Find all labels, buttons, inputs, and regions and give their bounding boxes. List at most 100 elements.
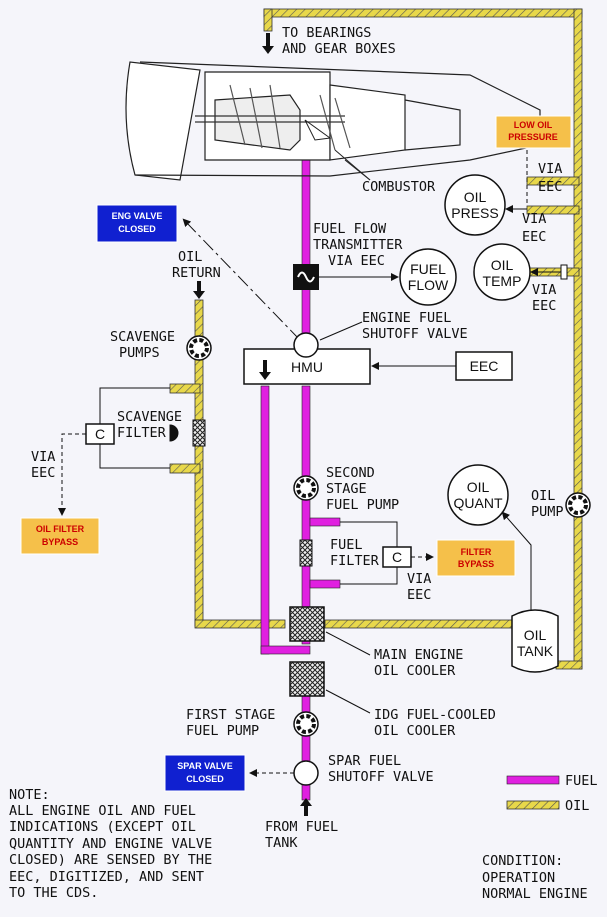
legend-oil-label: OIL (565, 798, 589, 814)
oil-temp-label-1: OIL (491, 257, 514, 273)
note-line-1: NOTE: (9, 787, 50, 803)
spar-valve-closed-label-2: CLOSED (186, 774, 224, 784)
via-eec-press-2: EEC (538, 179, 562, 195)
fuel-filter-2: FILTER (330, 553, 380, 569)
via-eec-left-1: VIA (31, 449, 55, 465)
oil-return-label-1: OIL (178, 249, 202, 265)
oil-quant-label-1: OIL (467, 479, 490, 495)
scavenge-filter-2: FILTER (117, 425, 167, 441)
scavenge-filter-icon (169, 424, 179, 442)
spar-fuel-shutoff-valve (293, 760, 319, 786)
fuel-flow-transmitter-1: FUEL FLOW (313, 221, 387, 237)
oil-pump-label-1: OIL (531, 488, 555, 504)
via-eec-press2-1: VIA (522, 211, 546, 227)
second-stage-pump-2: STAGE (326, 481, 367, 497)
first-stage-pump-icon (293, 711, 319, 737)
note-line-5: CLOSED) ARE SENSED BY THE (9, 852, 212, 868)
main-engine-oil-cooler (289, 606, 325, 642)
oil-quant-label-2: QUANT (454, 495, 503, 511)
via-eec-press2-2: EEC (522, 229, 546, 245)
note-line-7: TO THE CDS. (9, 885, 98, 901)
via-eec-fuel-2: EEC (407, 587, 431, 603)
low-oil-pressure-label-2: PRESSURE (508, 132, 558, 142)
note-line-3: INDICATIONS (EXCEPT OIL (9, 819, 196, 835)
scavenge-pump-icon (186, 335, 212, 361)
oil-quant-gauge (447, 464, 509, 526)
from-fuel-tank-2: TANK (265, 835, 298, 851)
engine-fuel-shutoff-1: ENGINE FUEL (362, 310, 451, 326)
oil-pump-label-2: PUMP (531, 504, 564, 520)
eng-valve-closed-indicator (96, 204, 178, 243)
oil-temp-label-2: TEMP (483, 273, 522, 289)
low-oil-pressure-label-1: LOW OIL (514, 120, 553, 130)
second-stage-pump-icon (293, 475, 319, 501)
engine-illustration (125, 61, 541, 181)
legend-fuel-label: FUEL (565, 773, 598, 789)
main-oil-cooler-2: OIL COOLER (374, 663, 456, 679)
oil-press-label-2: PRESS (451, 205, 498, 221)
via-eec-press-1: VIA (538, 161, 562, 177)
via-eec-fuel-1: VIA (407, 571, 431, 587)
filter-bypass-label-1: FILTER (461, 547, 492, 557)
oil-filter-bypass-label-1: OIL FILTER (36, 524, 85, 534)
engine-fuel-shutoff-valve (293, 332, 319, 358)
note-block: NOTE: ALL ENGINE OIL AND FUEL INDICATION… (9, 787, 212, 901)
second-stage-pump-3: FUEL PUMP (326, 497, 399, 513)
spar-fuel-shutoff-1: SPAR FUEL (328, 753, 401, 769)
idg-cooler-1: IDG FUEL-COOLED (374, 707, 496, 723)
fuel-flow-gauge (399, 248, 457, 306)
legend: FUEL OIL (506, 773, 598, 814)
first-stage-pump-1: FIRST STAGE (186, 707, 275, 723)
eec-box (455, 351, 513, 381)
scavenge-c-label: C (95, 426, 105, 442)
filter-bypass-label-2: BYPASS (458, 559, 494, 569)
condition-line-1: CONDITION: (482, 853, 563, 869)
second-stage-pump-1: SECOND (326, 465, 375, 481)
oil-filter-bypass-label-2: BYPASS (42, 537, 78, 547)
oil-tank (511, 609, 559, 673)
condition-block: CONDITION: OPERATION NORMAL ENGINE (482, 853, 588, 902)
fuel-flow-label-2: FLOW (408, 277, 449, 293)
low-oil-pressure-indicator (495, 115, 572, 149)
main-oil-cooler-1: MAIN ENGINE (374, 647, 463, 663)
spar-valve-closed-indicator (164, 754, 246, 792)
note-line-4: QUANTITY AND ENGINE VALVE (9, 836, 212, 852)
idg-fuel-cooled-oil-cooler (289, 661, 325, 697)
fuel-flow-transmitter-2: TRANSMITTER (313, 237, 403, 253)
scavenge-pumps-2: PUMPS (119, 345, 160, 361)
oil-press-label-1: OIL (464, 189, 487, 205)
note-line-6: EEC, DIGITIZED, AND SENT (9, 869, 204, 885)
filter-bypass-indicator (436, 539, 516, 577)
eng-valve-closed-label-1: ENG VALVE (112, 211, 163, 221)
engine-fuel-shutoff-2: SHUTOFF VALVE (362, 326, 468, 342)
via-eec-left-2: EEC (31, 465, 55, 481)
first-stage-pump-2: FUEL PUMP (186, 723, 259, 739)
note-line-2: ALL ENGINE OIL AND FUEL (9, 803, 196, 819)
scavenge-pumps-1: SCAVENGE (110, 329, 175, 345)
scavenge-filter-1: SCAVENGE (117, 409, 182, 425)
oil-tank-label-2: TANK (517, 643, 554, 659)
fuel-c-label: C (392, 549, 402, 565)
fuel-lines (260, 79, 341, 801)
from-fuel-tank-1: FROM FUEL (265, 819, 338, 835)
to-bearings-label-1: TO BEARINGS (282, 25, 371, 41)
hmu-label: HMU (291, 359, 323, 375)
eng-valve-closed-label-2: CLOSED (118, 224, 156, 234)
fuel-flow-transmitter-3: VIA EEC (328, 253, 385, 269)
oil-return-arrow-icon (193, 281, 205, 299)
oil-filter-bypass-indicator (20, 517, 100, 555)
via-eec-temp-2: EEC (532, 298, 556, 314)
condition-line-3: NORMAL ENGINE (482, 886, 588, 902)
down-arrow-icon (262, 33, 274, 54)
from-tank-arrow-icon (300, 798, 312, 816)
to-bearings-label-2: AND GEAR BOXES (282, 41, 396, 57)
condition-line-2: OPERATION (482, 870, 555, 886)
oil-return-label-2: RETURN (172, 265, 221, 281)
fuel-filter-1: FUEL (330, 537, 363, 553)
combustor-label: COMBUSTOR (362, 179, 436, 195)
via-eec-temp-1: VIA (532, 282, 556, 298)
eec-label: EEC (470, 358, 499, 374)
spar-valve-closed-label-1: SPAR VALVE (177, 761, 233, 771)
oil-tank-label-1: OIL (524, 627, 547, 643)
fuel-flow-label-1: FUEL (410, 261, 446, 277)
